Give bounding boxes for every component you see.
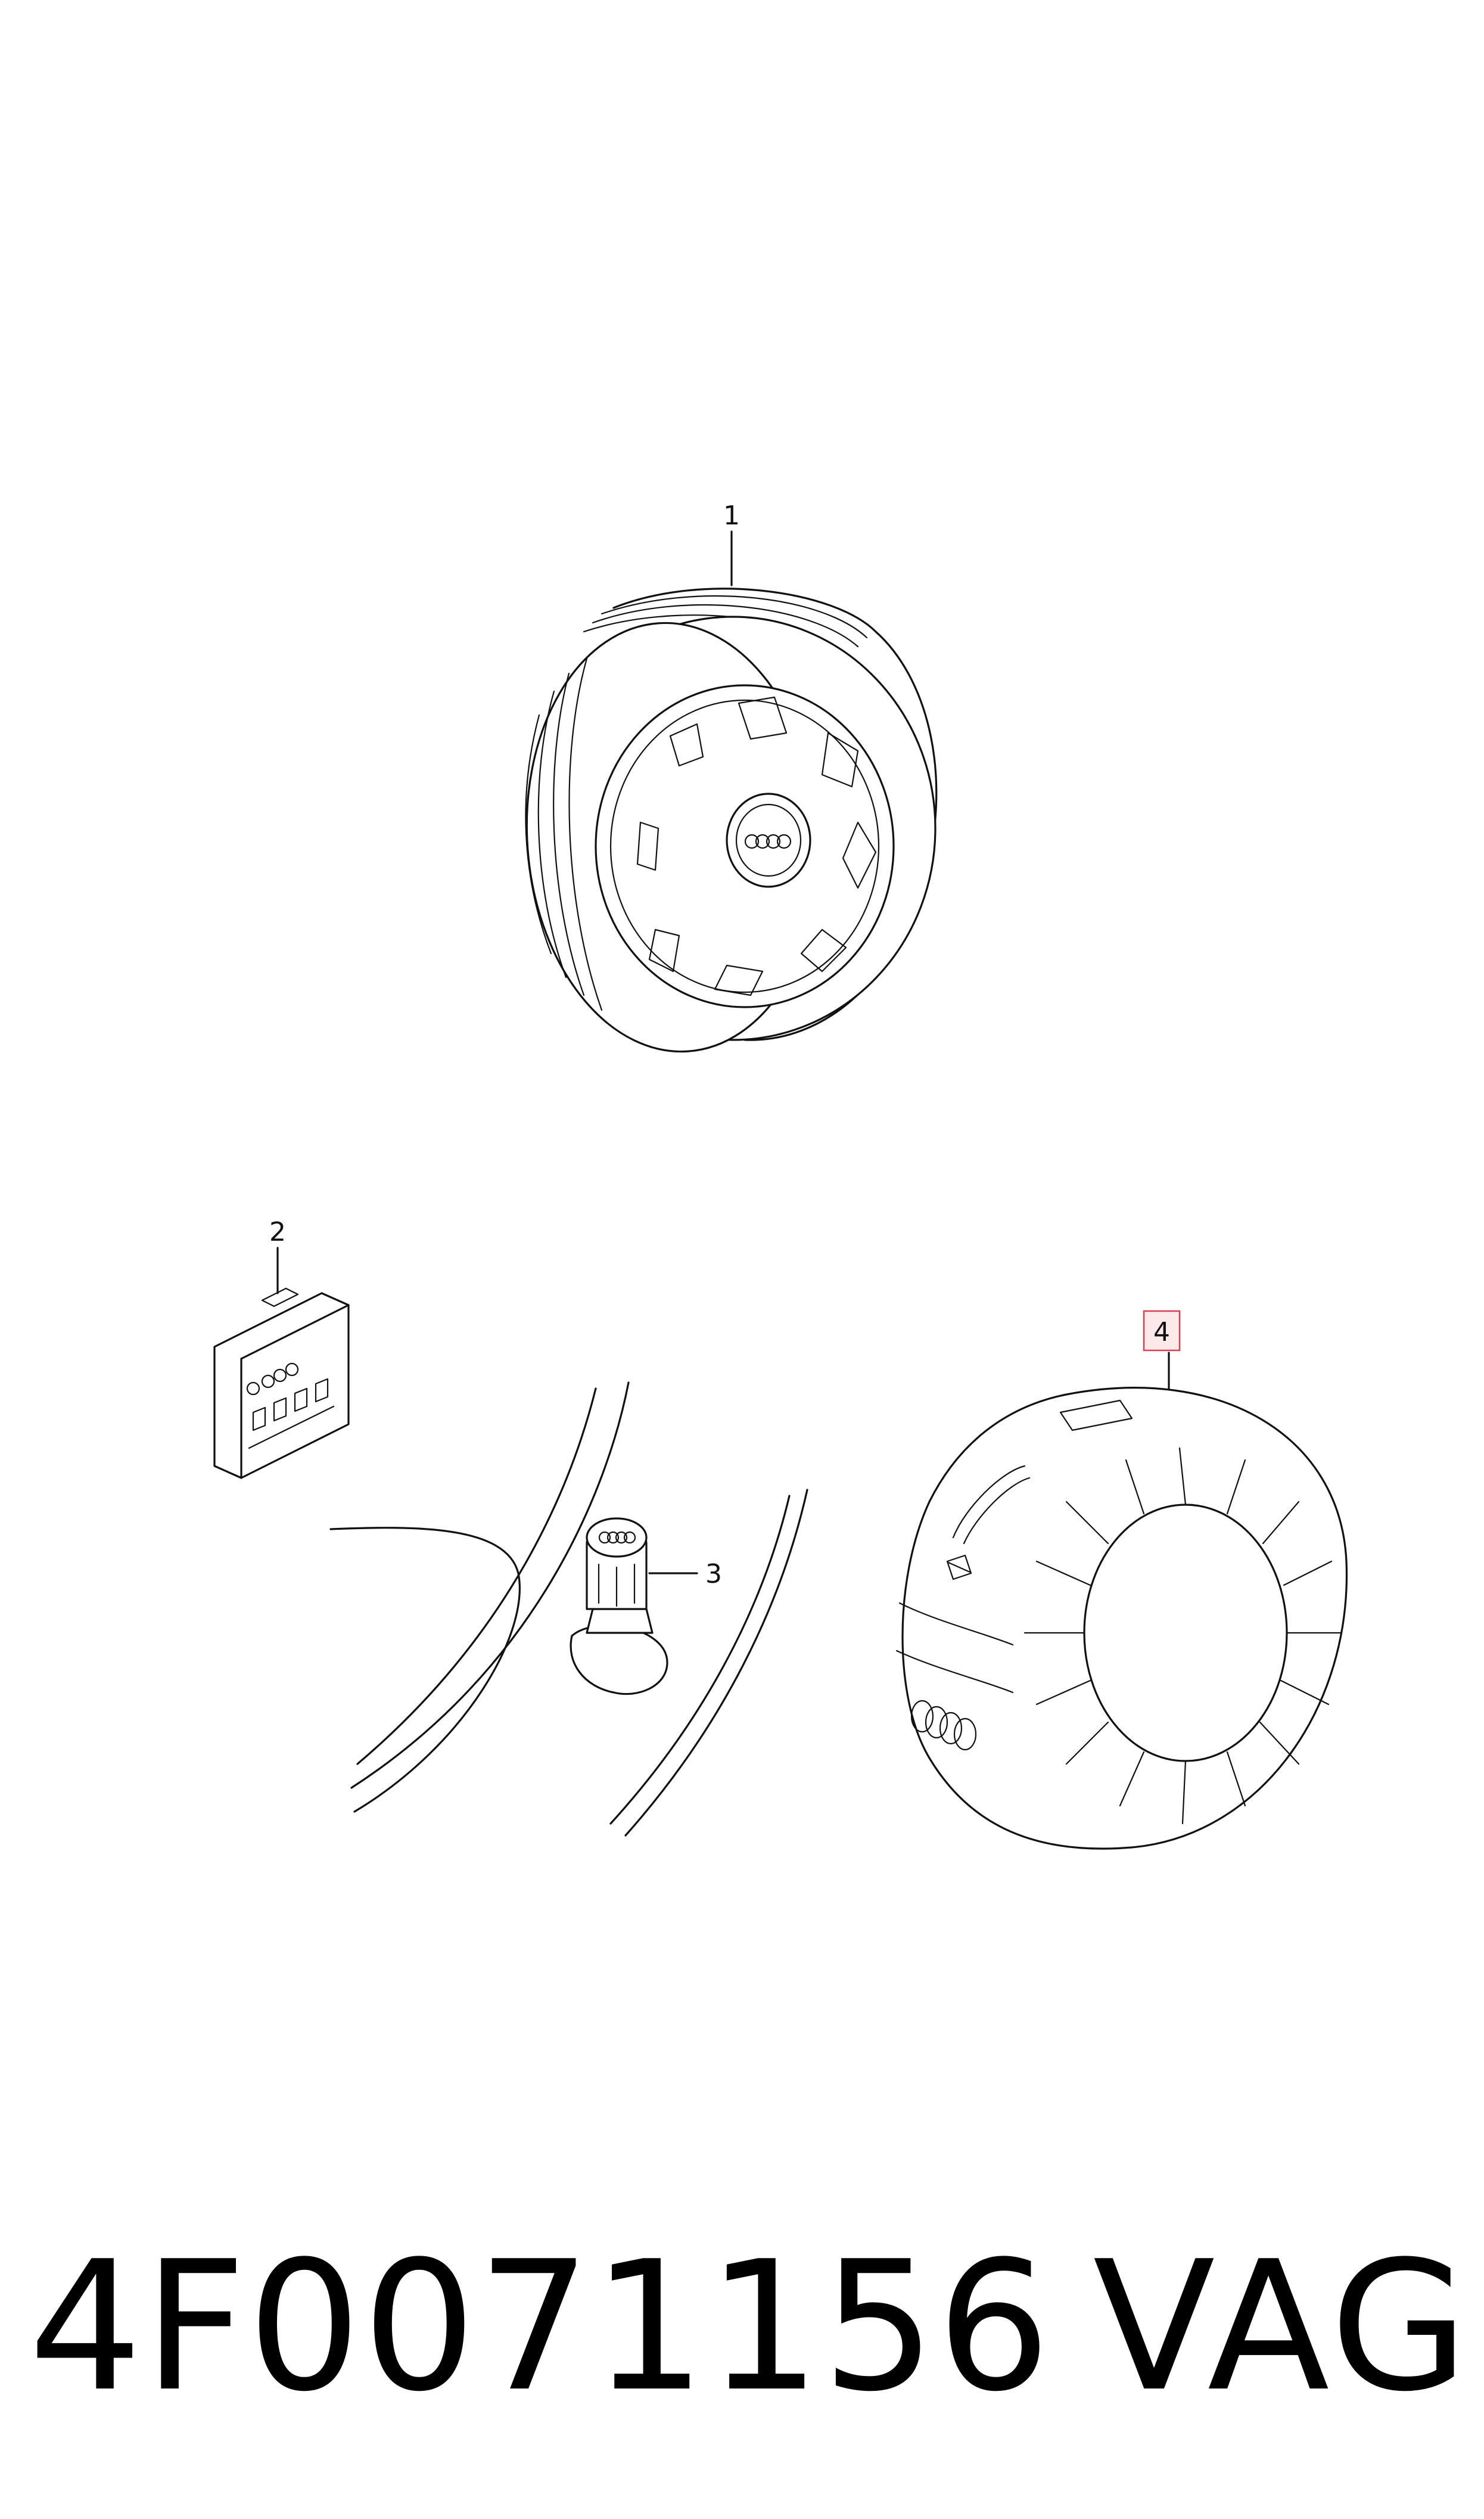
four-rings-logo <box>744 834 792 849</box>
callout-1: 1 <box>723 501 740 531</box>
tyre-cover-bag-icon <box>895 1352 1348 1850</box>
part-number: 4F0071156 <box>29 2223 1052 2431</box>
valve-cap-pack-icon <box>213 1247 350 1479</box>
callout-4-highlight: 4 <box>1143 1310 1181 1352</box>
valve-cap-icon <box>329 1381 808 1837</box>
four-rings-logo <box>910 1700 977 1751</box>
callout-2: 2 <box>269 1217 286 1247</box>
wheel-icon <box>525 530 938 1053</box>
brand-label: VAG <box>1093 2223 1472 2431</box>
callout-4: 4 <box>1153 1317 1170 1347</box>
callout-3: 3 <box>705 1559 722 1589</box>
footer: 4F0071156 VAG <box>0 2229 1484 2425</box>
